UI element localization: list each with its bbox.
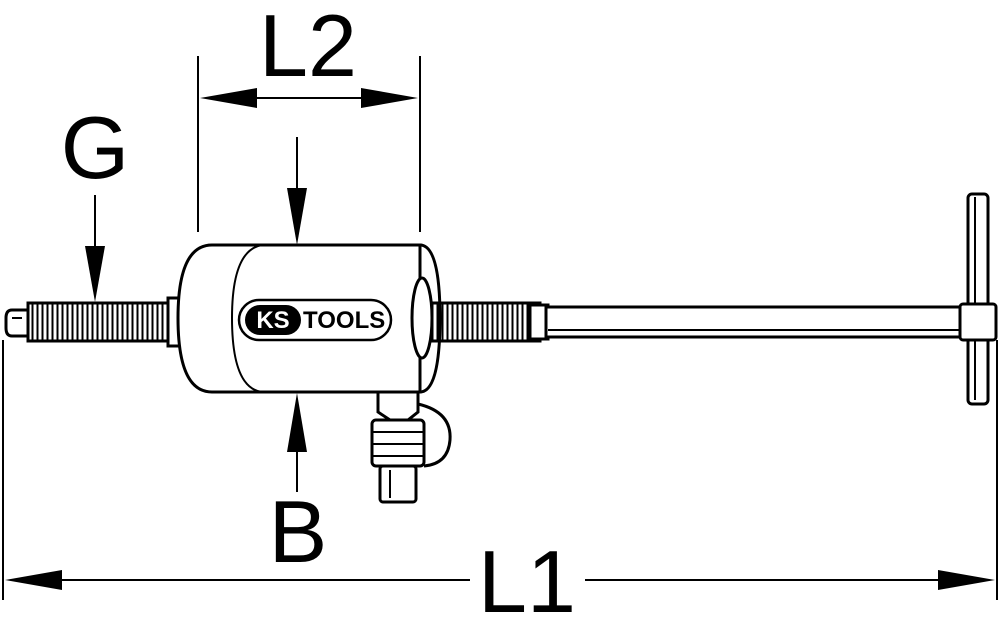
logo-tools-text: TOOLS <box>303 307 385 334</box>
cylinder-rear-face <box>419 243 442 394</box>
thread-right <box>426 301 542 343</box>
b-arrow-bottom <box>287 393 307 452</box>
cylinder-front-edge <box>230 244 263 393</box>
label-b: B <box>269 482 328 581</box>
thread-g <box>26 301 180 343</box>
spindle-rod <box>544 305 966 339</box>
coupler-dust-cap-strap <box>417 402 452 468</box>
g-arrow <box>85 246 105 302</box>
label-l2: L2 <box>259 0 357 95</box>
b-arrow-top <box>287 188 307 245</box>
hydraulic-coupler <box>370 390 452 504</box>
threaded-spindle-right <box>426 301 966 343</box>
dimension-l2: L2 <box>197 0 421 232</box>
l2-arrow-left <box>200 88 257 108</box>
t-handle <box>958 192 998 406</box>
logo-ks-pill <box>245 305 301 335</box>
threaded-spindle-left <box>4 296 184 348</box>
l2-arrow-right <box>361 88 418 108</box>
dimension-g: G <box>61 98 129 302</box>
label-l1: L1 <box>478 532 576 631</box>
spindle-tip <box>4 308 32 338</box>
dimension-b: B <box>269 137 328 581</box>
dimension-l1: L1 <box>2 340 998 631</box>
l1-arrow-right <box>938 570 995 590</box>
cylinder-rear-ring <box>410 276 434 360</box>
coupler-hex <box>376 390 420 422</box>
brand-logo: KS TOOLS <box>237 298 393 342</box>
t-handle-bar <box>966 192 990 406</box>
coupler-tip <box>378 464 418 504</box>
l1-arrow-left <box>5 570 62 590</box>
t-handle-block <box>958 302 998 342</box>
logo-ks-text: KS <box>256 307 289 334</box>
label-g: G <box>61 98 129 197</box>
